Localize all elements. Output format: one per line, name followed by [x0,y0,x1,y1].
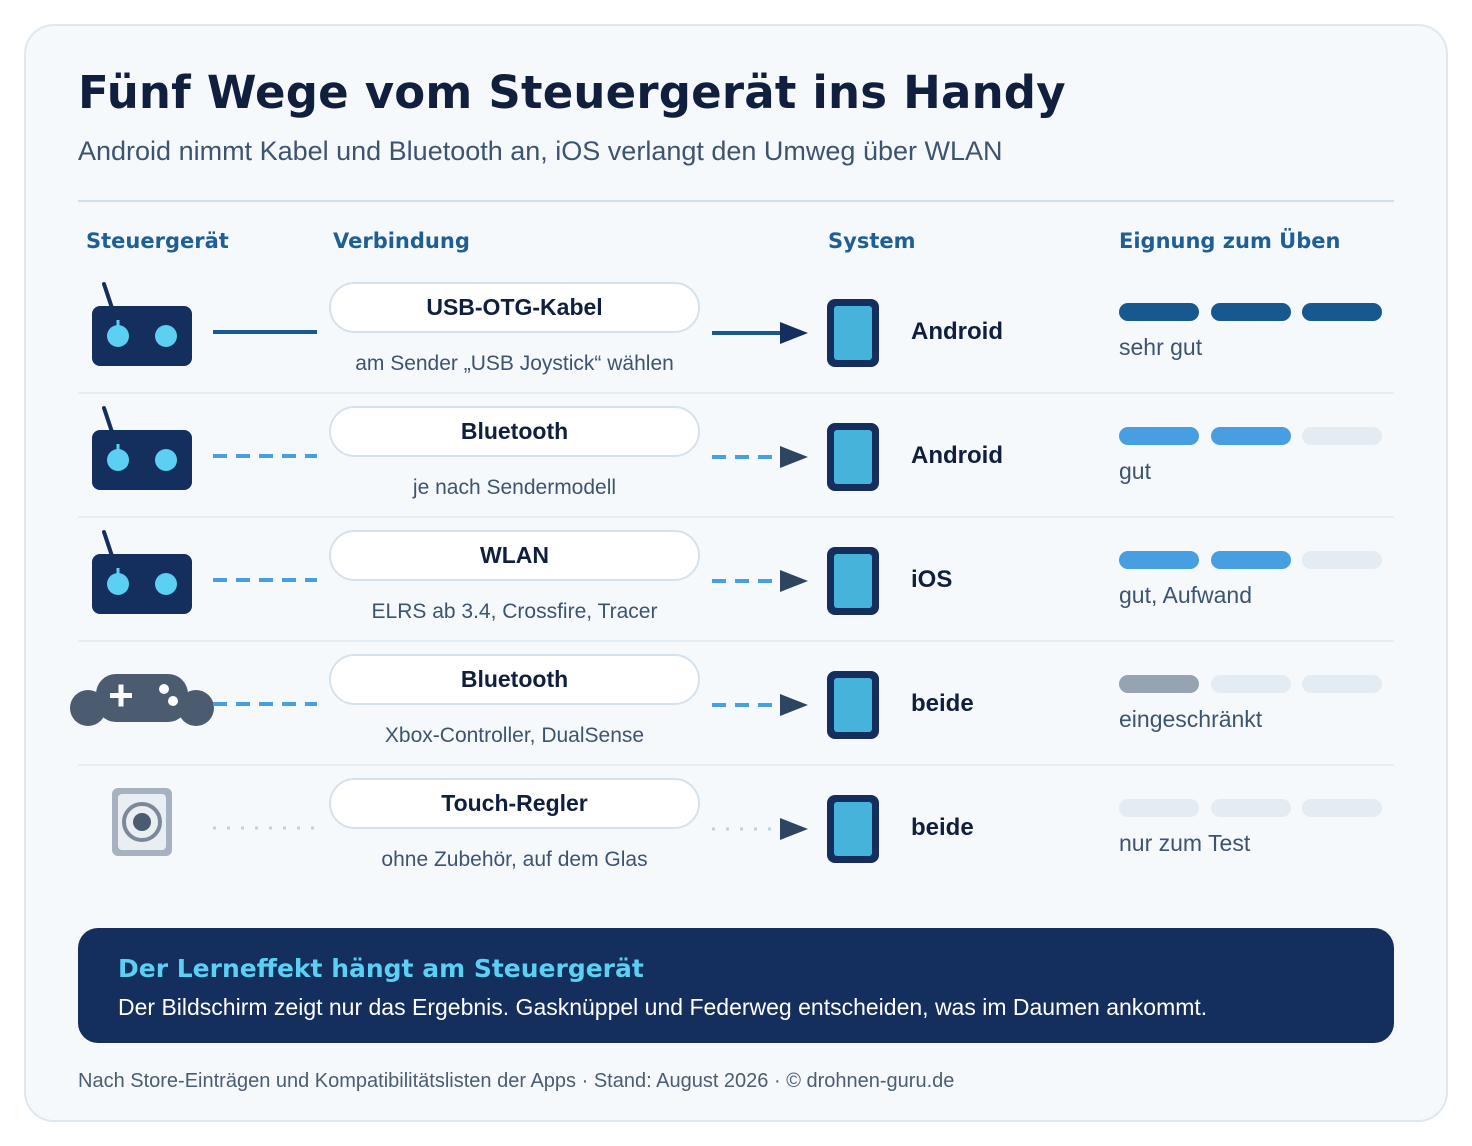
connection-pill: Bluetooth [329,654,700,705]
phone-cell [826,546,880,620]
smartphone-icon [827,795,879,863]
device-cell [70,274,220,378]
connection-note: Xbox-Controller, DualSense [384,724,645,747]
rating-bar-segment [1210,675,1291,693]
connector-arrow [712,321,808,349]
connection-pill: Bluetooth [329,406,700,457]
rc-transmitter-icon [92,530,192,614]
page-subtitle: Android nimmt Kabel und Bluetooth an, iO… [78,136,1003,166]
connection-note: ELRS ab 3.4, Crossfire, Tracer [371,600,658,623]
touch-stick-icon [112,788,172,856]
row-divider [78,764,1394,766]
connection-label: Bluetooth [460,666,569,692]
rating-bars [1119,303,1382,321]
device-cell [70,522,220,626]
rating-bar-segment [1210,303,1291,321]
connection-label: USB-OTG-Kabel [426,294,603,320]
system-label: Android [911,442,1003,469]
rating-bar-segment [1210,427,1291,445]
row-divider [78,392,1394,394]
rating-label: nur zum Test [1119,830,1251,856]
rating-bar-segment [1119,551,1199,569]
connector-line-left [213,568,317,596]
rating-label: eingeschränkt [1119,706,1263,732]
callout-title: Der Lerneffekt hängt am Steuergerät [118,954,644,983]
device-cell [70,770,220,874]
rating-bars [1119,551,1382,569]
connection-label: WLAN [480,542,549,568]
connector-line-left [213,692,317,720]
phone-cell [826,298,880,372]
phone-cell [826,670,880,744]
rating-bar-segment [1302,675,1382,693]
smartphone-icon [827,547,879,615]
rating-bars [1119,675,1382,693]
rating-bars [1119,427,1382,445]
rating-label: gut, Aufwand [1119,582,1252,608]
rating-bar-segment [1210,551,1291,569]
rating-bar-segment [1119,799,1199,817]
smartphone-icon [827,423,879,491]
system-label: beide [911,690,974,717]
connector-line-left [213,320,317,348]
gamepad-icon [70,674,214,726]
connector-arrow [712,569,808,597]
connection-label: Touch-Regler [441,790,588,816]
header-divider [78,200,1394,202]
callout-text: Der Bildschirm zeigt nur das Ergebnis. G… [118,994,1208,1020]
rating-label: gut [1119,458,1151,484]
connection-note: ohne Zubehör, auf dem Glas [381,848,648,871]
phone-cell [826,422,880,496]
connector-arrow [712,817,808,845]
column-header-device: Steuergerät [86,229,229,253]
rating-bar-segment [1119,427,1199,445]
rating-label: sehr gut [1119,334,1203,360]
connector-line-left [213,444,317,472]
page-title: Fünf Wege vom Steuergerät ins Handy [78,66,1066,119]
system-label: Android [911,318,1003,345]
rating-bar-segment [1302,427,1382,445]
connector-line-left [213,816,317,844]
rating-bar-segment [1302,551,1382,569]
connection-pill: Touch-Regler [329,778,700,829]
source-footer: Nach Store-Einträgen und Kompatibilitäts… [78,1070,955,1092]
connector-arrow [712,445,808,473]
rating-bar-segment [1119,303,1199,321]
rating-bar-segment [1119,675,1199,693]
column-header-system: System [828,229,916,253]
connection-pill: WLAN [329,530,700,581]
row-divider [78,516,1394,518]
column-header-connection: Verbindung [333,229,470,253]
row-divider [78,640,1394,642]
device-cell [70,398,220,502]
rating-bar-segment [1210,799,1291,817]
connector-arrow [712,693,808,721]
system-label: iOS [911,566,953,593]
connection-note: am Sender „USB Joystick“ wählen [355,352,674,375]
rating-bar-segment [1302,303,1382,321]
connection-note: je nach Sendermodell [412,476,617,499]
column-header-rating: Eignung zum Üben [1119,229,1341,253]
device-cell [70,646,220,750]
rc-transmitter-icon [92,282,192,366]
callout-box: Der Lerneffekt hängt am Steuergerät Der … [78,928,1394,1043]
smartphone-icon [827,671,879,739]
rating-bars [1119,799,1382,817]
connection-label: Bluetooth [460,418,569,444]
rc-transmitter-icon [92,406,192,490]
rating-bar-segment [1302,799,1382,817]
smartphone-icon [827,299,879,367]
phone-cell [826,794,880,868]
connection-pill: USB-OTG-Kabel [329,282,700,333]
system-label: beide [911,814,974,841]
